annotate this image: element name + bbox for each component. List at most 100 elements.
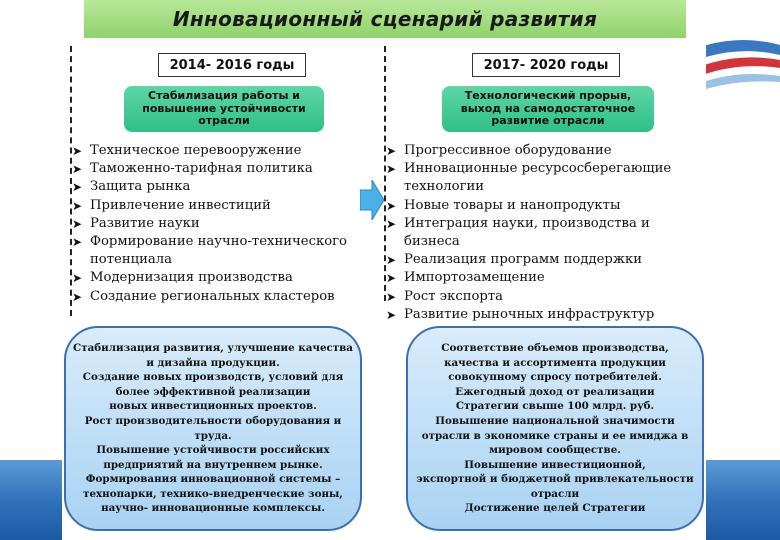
list-item: технологии: [386, 178, 704, 196]
list-item-text: Новые товары и нанопродукты: [404, 197, 621, 213]
list-item: ➤ Развитие науки: [72, 215, 362, 233]
list-item-text: Таможенно-тарифная политика: [90, 161, 313, 177]
summary-line: Формирования инновационной системы –: [85, 473, 341, 486]
right-period-box: 2017- 2020 годы: [472, 53, 620, 77]
left-bullet-list: ➤ Техническое перевооружение ➤ Таможенно-т…: [72, 142, 362, 306]
list-item: ➤ Привлечение инвестиций: [72, 197, 362, 215]
list-item-text: Прогрессивное оборудование: [404, 143, 612, 158]
list-item-text: Модернизация производства: [90, 270, 293, 286]
arrow-bullet-icon: ➤: [72, 198, 83, 213]
list-item: ➤ Новые товары и нанопродукты: [386, 197, 704, 215]
list-item: ➤ Рост экспорта: [386, 288, 704, 306]
left-goal-box: Стабилизация работы и повышение устойчив…: [124, 86, 324, 132]
arrow-bullet-icon: ➤: [386, 162, 397, 177]
arrow-bullet-icon: ➤: [386, 289, 397, 304]
summary-line: Повышение устойчивости российских: [96, 444, 330, 457]
arrow-bullet-icon: ➤: [386, 144, 397, 158]
right-goal-line: выход на самодостаточное: [460, 101, 636, 115]
list-item-text: Привлечение инвестиций: [90, 197, 271, 213]
summary-line: Соответствие объемов производства,: [441, 341, 669, 354]
left-divider: [70, 46, 72, 316]
list-item: ➤ Интеграция науки, производства и бизнес…: [386, 215, 704, 251]
list-item-text: технологии: [404, 179, 485, 195]
list-item: ➤ Защита рынка: [72, 178, 362, 196]
summary-line: отрасли в экономике страны и ее имиджа в: [421, 429, 689, 442]
arrow-bullet-icon: ➤: [72, 235, 83, 250]
summary-line: предприятий на внутреннем рынке.: [103, 458, 323, 471]
list-item-text: Интеграция науки, производства и бизнеса: [404, 215, 650, 250]
right-summary-text: Соответствие объемов производства, качес…: [416, 341, 693, 516]
arrow-bullet-icon: ➤: [72, 180, 83, 195]
list-item-text: Инновационные ресурсосберегающие: [404, 161, 672, 177]
summary-line: совокупному спросу потребителей.: [448, 371, 662, 384]
list-item: ➤ Реализация программ поддержки: [386, 251, 704, 269]
arrow-bullet-icon: ➤: [386, 271, 397, 286]
summary-line: качества и ассортимента продукции: [444, 356, 666, 369]
list-item: ➤ Импортозамещение: [386, 269, 704, 287]
list-item: ➤ Инновационные ресурсосберегающие: [386, 160, 704, 178]
list-item: потенциала: [72, 251, 362, 269]
summary-line: технопарки, технико-внедренческие зоны,: [83, 487, 343, 500]
arrow-bullet-icon: ➤: [72, 216, 83, 231]
arrow-bullet-icon: ➤: [386, 307, 397, 322]
list-item-text: Импортозамещение: [404, 270, 545, 286]
left-period-box: 2014- 2016 годы: [158, 53, 306, 77]
summary-line: Повышение национальной значимости: [435, 414, 675, 427]
left-summary-text: Стабилизация развития, улучшение качеств…: [66, 341, 360, 516]
arrow-bullet-icon: ➤: [72, 289, 83, 304]
left-goal-line: Стабилизация работы и: [148, 89, 300, 103]
summary-line: Стратегии свыше 100 млрд. руб.: [455, 400, 655, 413]
slide-panel: Инновационный сценарий развития 2014- 20…: [62, 0, 706, 540]
left-period-label: 2014- 2016 годы: [169, 57, 295, 73]
list-item-text: Создание региональных кластеров: [90, 288, 335, 304]
list-item: ➤ Создание региональных кластеров: [72, 288, 362, 306]
page-title: Инновационный сценарий развития: [172, 7, 598, 31]
arrow-bullet-icon: ➤: [72, 144, 83, 158]
summary-line: и дизайна продукции.: [146, 356, 280, 369]
summary-line: Рост производительности оборудования и т…: [84, 414, 342, 442]
summary-line: новых инвестиционных проектов.: [109, 400, 317, 413]
summary-line: Ежегодный доход от реализации: [455, 385, 655, 398]
list-item-text: Реализация программ поддержки: [404, 252, 643, 268]
right-arrow-icon: [360, 180, 384, 220]
right-summary-box: Соответствие объемов производства, качес…: [406, 326, 704, 531]
list-item-text: Защита рынка: [90, 179, 191, 195]
list-item: ➤ Формирование научно-технического: [72, 233, 362, 251]
list-item: ➤ Техническое перевооружение: [72, 142, 362, 160]
right-bullet-list: ➤ Прогрессивное оборудование ➤ Инновационн…: [386, 142, 704, 324]
arrow-bullet-icon: ➤: [386, 216, 397, 231]
list-item: ➤ Таможенно-тарифная политика: [72, 160, 362, 178]
summary-line: научно- инновационные комплексы.: [101, 502, 325, 515]
right-goal-line: Технологический прорыв,: [464, 89, 632, 103]
right-goal-line: развитие отрасли: [491, 114, 605, 128]
summary-line: Повышение инвестиционной,: [464, 458, 646, 471]
list-item-text: Техническое перевооружение: [90, 143, 302, 158]
list-item: ➤ Прогрессивное оборудование: [386, 142, 704, 160]
arrow-bullet-icon: ➤: [386, 198, 397, 213]
left-goal-text: Стабилизация работы и повышение устойчив…: [142, 90, 306, 128]
list-item-text: потенциала: [90, 252, 172, 268]
summary-line: отрасли: [530, 487, 580, 500]
list-item: ➤ Модернизация производства: [72, 269, 362, 287]
summary-line: Стабилизация развития, улучшение качеств…: [73, 341, 353, 354]
arrow-bullet-icon: ➤: [72, 271, 83, 286]
left-goal-line: повышение устойчивости: [142, 101, 306, 115]
title-bar: Инновационный сценарий развития: [84, 0, 686, 38]
center-divider: [384, 46, 386, 301]
list-item-text: Развитие рыночных инфраструктур: [404, 306, 655, 322]
summary-line: экспортной и бюджетной привлекательности: [416, 473, 694, 486]
summary-line: более эффективной реализации: [115, 385, 311, 398]
left-summary-box: Стабилизация развития, улучшение качеств…: [64, 326, 362, 531]
left-goal-line: отрасли: [198, 114, 250, 128]
list-item-text: Формирование научно-технического: [90, 234, 347, 250]
right-goal-text: Технологический прорыв, выход на самодос…: [461, 90, 635, 128]
summary-line: Достижение целей Стратегии: [464, 502, 646, 515]
list-item: ➤ Развитие рыночных инфраструктур: [386, 306, 704, 324]
list-item-text: Развитие науки: [90, 215, 200, 231]
list-item-text: Рост экспорта: [404, 288, 504, 304]
right-goal-box: Технологический прорыв, выход на самодос…: [442, 86, 654, 132]
arrow-bullet-icon: ➤: [72, 162, 83, 177]
arrow-bullet-icon: ➤: [386, 253, 397, 268]
right-period-label: 2017- 2020 годы: [483, 57, 609, 73]
summary-line: мировом сообществе.: [489, 444, 621, 457]
